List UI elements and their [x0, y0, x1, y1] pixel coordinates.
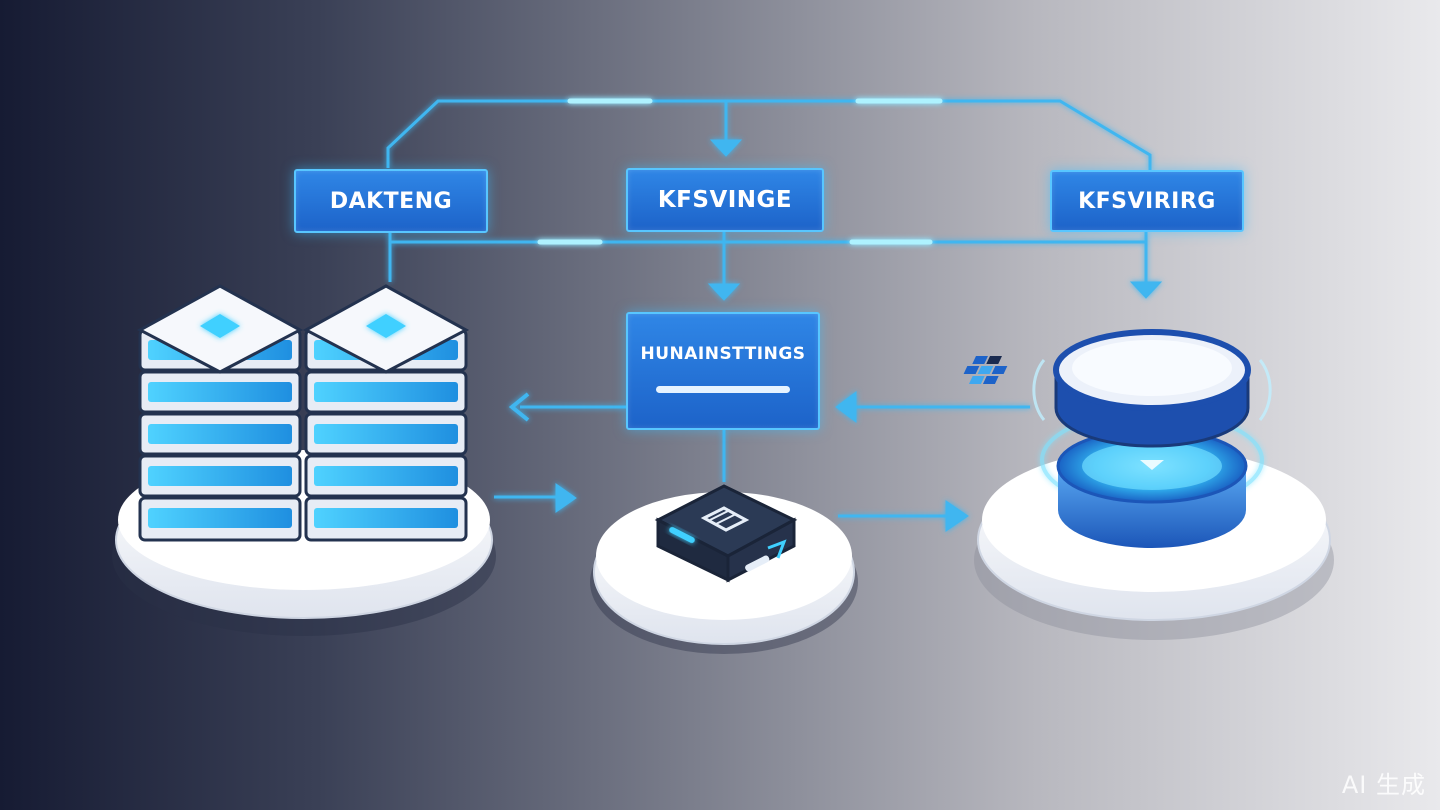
chip-slot: [745, 555, 770, 572]
label-center-text: HUNAINSTTINGS: [640, 344, 806, 364]
arrowheads: [508, 139, 1163, 532]
database-node: [963, 329, 1334, 640]
arrow-down-icon: [707, 283, 741, 301]
arrow-left-icon: [835, 391, 857, 423]
database-cylinder-icon: [963, 329, 1272, 548]
server-stack-left: [136, 284, 304, 542]
arrow-down-icon: [709, 139, 743, 157]
label-box-left: DAKTENG: [294, 169, 488, 233]
label-right-text: KFSVIRIRG: [1078, 188, 1216, 214]
server-top-light: [200, 314, 240, 338]
chip-mark-line: [709, 509, 731, 521]
server-screen: [314, 508, 458, 528]
chip-mark-line: [715, 513, 737, 525]
grid-cell: [982, 376, 999, 384]
arrow-right-icon: [945, 500, 969, 532]
connector-lines: [386, 99, 1152, 518]
grid-cell: [972, 356, 988, 364]
grid-logo-icon: [963, 356, 1008, 384]
label-box-right: KFSVIRIRG: [1050, 170, 1244, 232]
cylinder-inner-arrow: [1140, 460, 1164, 470]
label-middle-text: KFSVINGE: [657, 187, 793, 213]
server-screen: [148, 508, 292, 528]
server-screen: [148, 466, 292, 486]
processor-chip-icon: [654, 484, 798, 583]
grid-cell: [991, 366, 1008, 374]
chip-light: [669, 527, 695, 543]
grid-cell: [977, 366, 994, 374]
server-screen: [148, 382, 292, 402]
label-box-center: HUNAINSTTINGS: [626, 312, 820, 430]
center-progress-bar: [656, 386, 790, 393]
arrow-right-icon: [555, 483, 577, 513]
light-arc-right: [1258, 359, 1272, 421]
server-stack-right: [302, 284, 470, 542]
chip-side-right: [726, 517, 796, 583]
label-left-text: DAKTENG: [329, 188, 453, 214]
server-screen: [314, 466, 458, 486]
light-arc-left: [1032, 359, 1046, 421]
server-node: [112, 284, 496, 636]
chip-center-mark: [700, 506, 750, 532]
label-box-middle: KFSVINGE: [626, 168, 824, 232]
chip-arrow: [767, 539, 787, 559]
connector-highlights: [537, 98, 943, 245]
server-screen: [148, 424, 292, 444]
server-top-light: [366, 314, 406, 338]
server-rack-icon: [136, 284, 470, 542]
arrow-down-icon: [1129, 281, 1163, 299]
grid-cell: [968, 376, 985, 384]
grid-cell: [986, 356, 1002, 364]
server-screen: [314, 424, 458, 444]
grid-cell: [963, 366, 980, 374]
server-screen: [314, 382, 458, 402]
watermark: AI 生成: [1341, 771, 1426, 799]
cylinder-upper-highlight: [1072, 340, 1232, 396]
arrow-left-icon: [508, 392, 530, 422]
chip-node: [590, 484, 858, 654]
connector-top-loop: [386, 99, 1152, 170]
